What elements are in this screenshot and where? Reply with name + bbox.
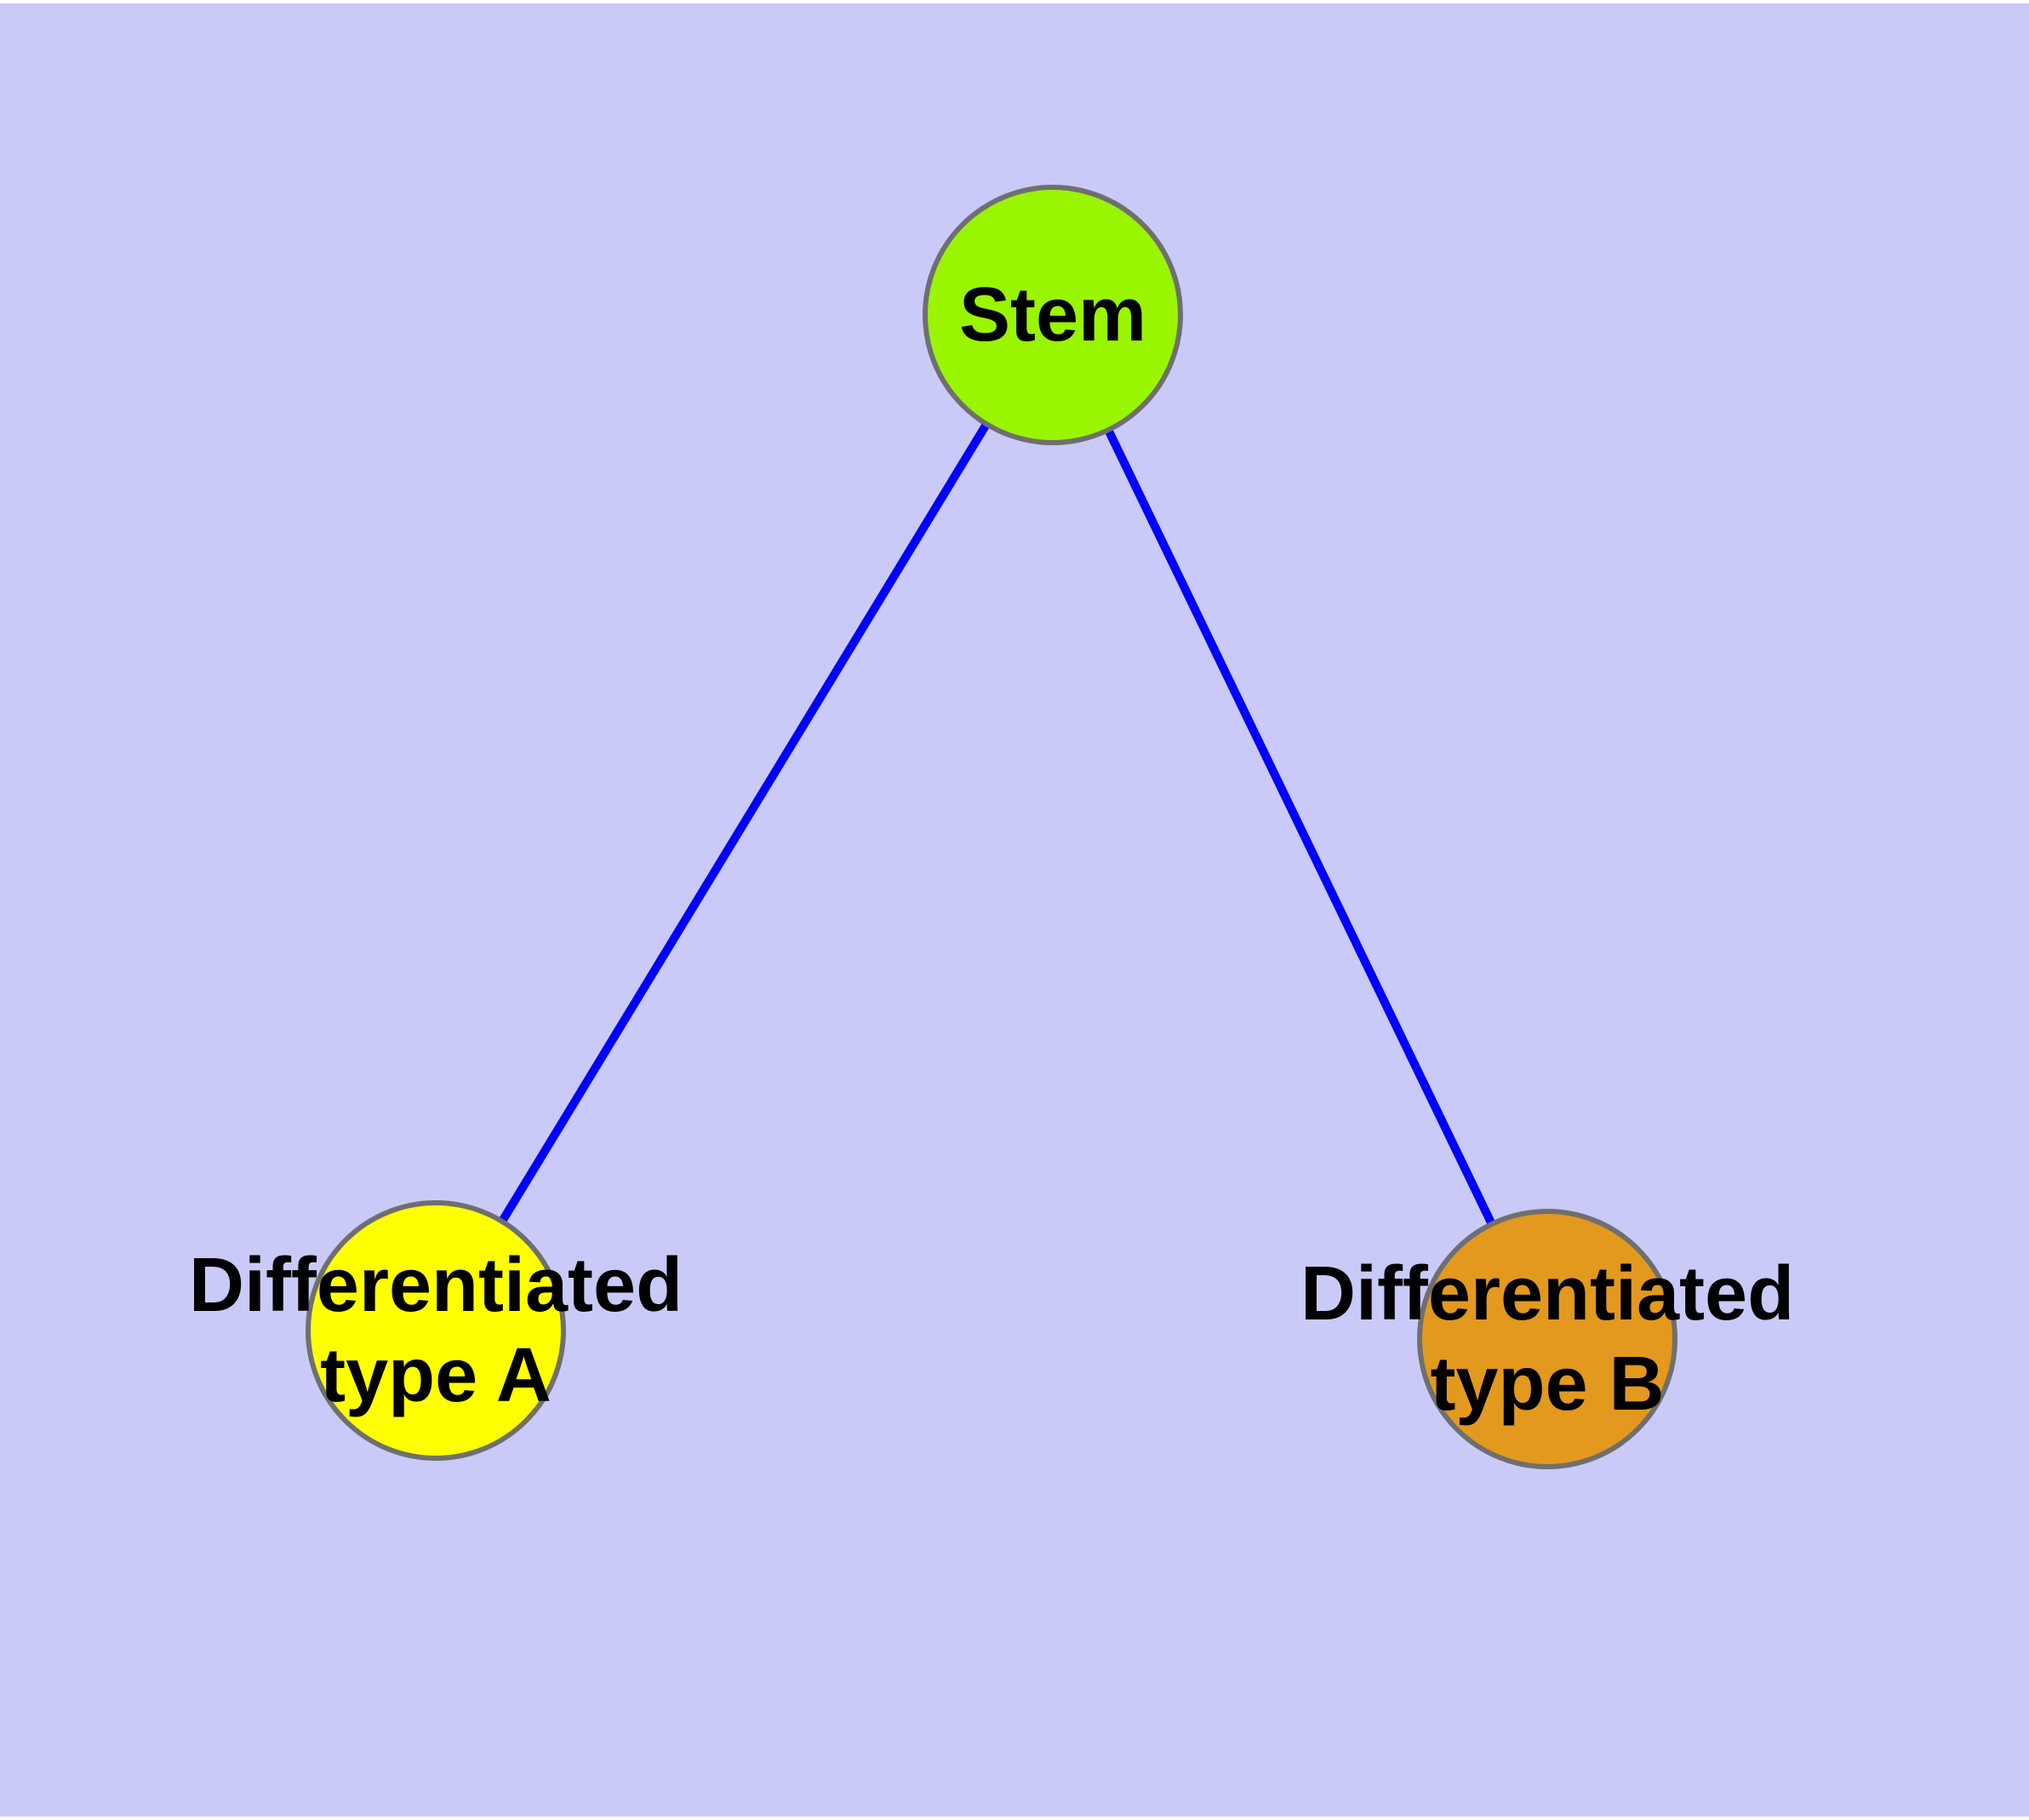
node-label-differentiated-type-b: Differentiated type B — [1300, 1251, 1795, 1427]
node-circle-differentiated-type-a — [306, 1200, 566, 1461]
node-label-differentiated-type-a: Differentiated type A — [188, 1243, 683, 1418]
edge-stem-to-type-b — [1049, 312, 1552, 1342]
node-circle-stem — [923, 185, 1183, 445]
node-circle-differentiated-type-b — [1417, 1209, 1677, 1469]
node-label-stem: Stem — [958, 272, 1147, 358]
edge-stem-to-type-a — [432, 312, 1057, 1333]
